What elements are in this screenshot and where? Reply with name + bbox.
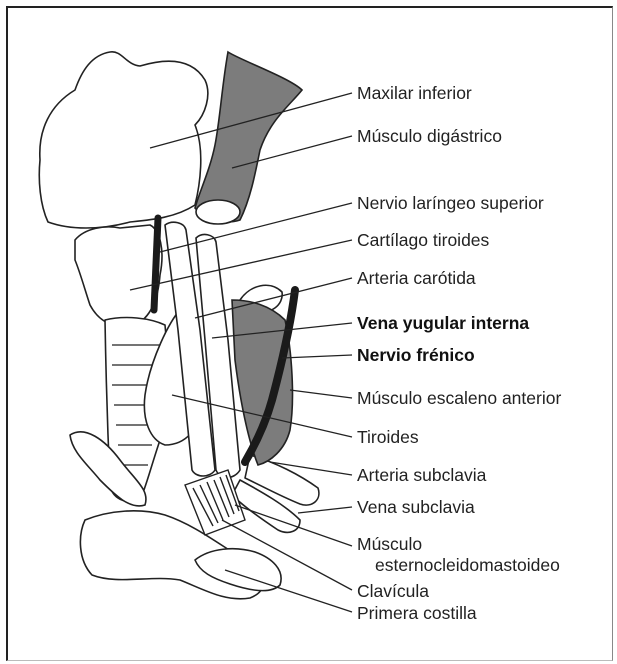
mandible [39, 52, 208, 228]
digastric-muscle [195, 52, 302, 222]
label-musculo-escaleno: Músculo escaleno anterior [357, 388, 561, 408]
label-maxilar-inferior: Maxilar inferior [357, 83, 472, 103]
label-nervio-laringeo: Nervio laríngeo superior [357, 193, 544, 213]
label-cartilago-tiroides: Cartílago tiroides [357, 230, 489, 250]
label-tiroides: Tiroides [357, 427, 419, 447]
label-vena-yugular: Vena yugular interna [357, 313, 529, 333]
label-arteria-carotida: Arteria carótida [357, 268, 476, 288]
superior-laryngeal-nerve [154, 218, 158, 310]
label-arteria-subclavia: Arteria subclavia [357, 465, 486, 485]
label-clavicula: Clavícula [357, 581, 429, 601]
label-primera-costilla: Primera costilla [357, 603, 477, 623]
thyroid-cartilage [75, 225, 162, 326]
label-nervio-frenico: Nervio frénico [357, 345, 475, 365]
label-esternocleidomastoideo: esternocleidomastoideo [375, 555, 560, 575]
scalene-muscle [232, 300, 292, 465]
label-musculo-digastrico: Músculo digástrico [357, 126, 502, 146]
label-vena-subclavia: Vena subclavia [357, 497, 475, 517]
sternocleidomastoid [185, 470, 245, 535]
label-musculo: Músculo [357, 534, 422, 554]
